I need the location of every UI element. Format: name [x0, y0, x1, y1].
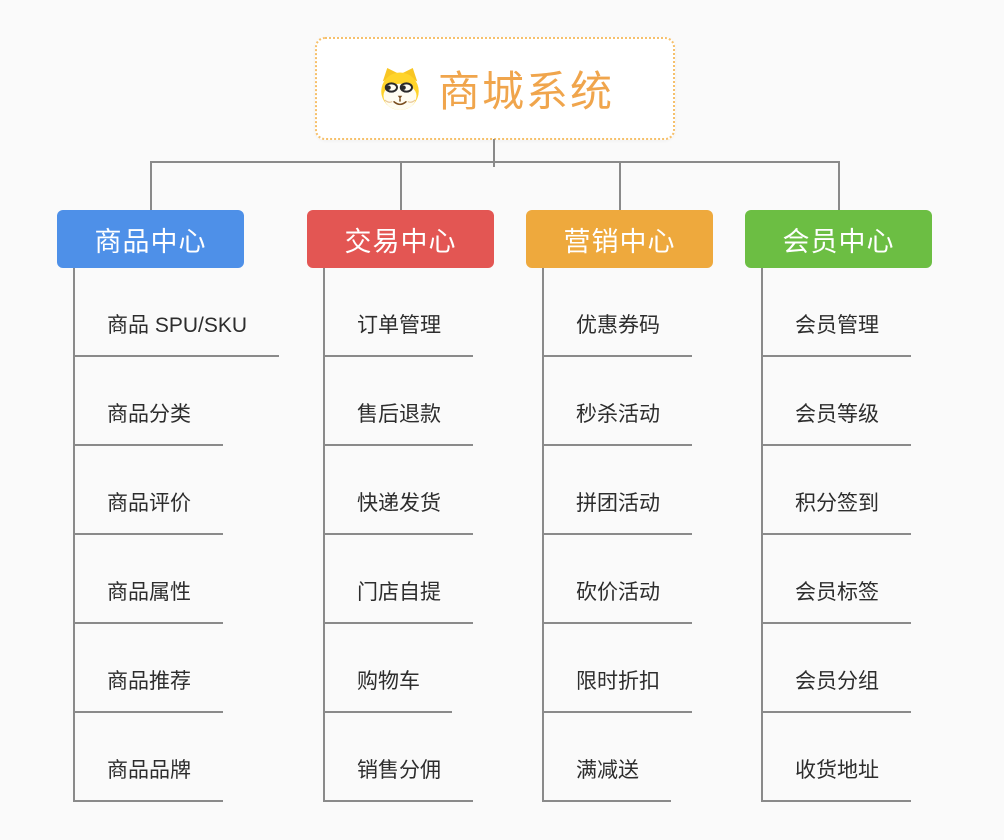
- leaf-node[interactable]: 收货地址: [761, 756, 911, 802]
- leaf-node[interactable]: 商品分类: [73, 400, 223, 446]
- leaf-node[interactable]: 会员等级: [761, 400, 911, 446]
- connector-bus: [149, 161, 840, 163]
- leaf-node[interactable]: 订单管理: [323, 311, 473, 357]
- branch-label: 营销中心: [563, 226, 676, 257]
- connector-trunk: [542, 268, 544, 802]
- leaf-node[interactable]: 销售分佣: [323, 756, 473, 802]
- leaf-node[interactable]: 会员管理: [761, 311, 911, 357]
- leaf-node[interactable]: 商品推荐: [73, 667, 223, 713]
- leaf-node[interactable]: 商品属性: [73, 578, 223, 624]
- leaf-node[interactable]: 售后退款: [323, 400, 473, 446]
- branch-node-1[interactable]: 交易中心: [307, 210, 494, 268]
- connector-trunk: [73, 268, 75, 802]
- connector-drop: [399, 161, 402, 210]
- leaf-node[interactable]: 满减送: [542, 756, 671, 802]
- leaf-node[interactable]: 限时折扣: [542, 667, 692, 713]
- root-title: 商城系统: [437, 68, 614, 115]
- branch-label: 商品中心: [94, 226, 207, 257]
- leaf-node[interactable]: 购物车: [323, 667, 452, 713]
- leaf-node[interactable]: 商品 SPU/SKU: [73, 311, 280, 357]
- root-node-mall-system[interactable]: 商城系统: [315, 37, 675, 140]
- connector-root-stub: [493, 139, 495, 167]
- leaf-node[interactable]: 商品品牌: [73, 756, 223, 802]
- connector-drop: [837, 161, 840, 210]
- branch-label: 会员中心: [782, 226, 895, 257]
- connector-drop: [618, 161, 621, 210]
- branch-label: 交易中心: [344, 226, 457, 257]
- leaf-node[interactable]: 拼团活动: [542, 489, 692, 535]
- branch-node-2[interactable]: 营销中心: [526, 210, 713, 268]
- connector-drop: [149, 161, 152, 210]
- leaf-node[interactable]: 商品评价: [73, 489, 223, 535]
- connector-trunk: [761, 268, 763, 802]
- leaf-node[interactable]: 门店自提: [323, 578, 473, 624]
- branch-node-0[interactable]: 商品中心: [57, 210, 244, 268]
- leaf-node[interactable]: 优惠券码: [542, 311, 692, 357]
- leaf-node[interactable]: 秒杀活动: [542, 400, 692, 446]
- leaf-node[interactable]: 会员标签: [761, 578, 911, 624]
- branch-node-3[interactable]: 会员中心: [745, 210, 932, 268]
- leaf-node[interactable]: 快递发货: [323, 489, 473, 535]
- leaf-node[interactable]: 砍价活动: [542, 578, 692, 624]
- leaf-node[interactable]: 会员分组: [761, 667, 911, 713]
- leaf-node[interactable]: 积分签到: [761, 489, 911, 535]
- dog-face-icon: [381, 67, 419, 110]
- connector-trunk: [323, 268, 325, 802]
